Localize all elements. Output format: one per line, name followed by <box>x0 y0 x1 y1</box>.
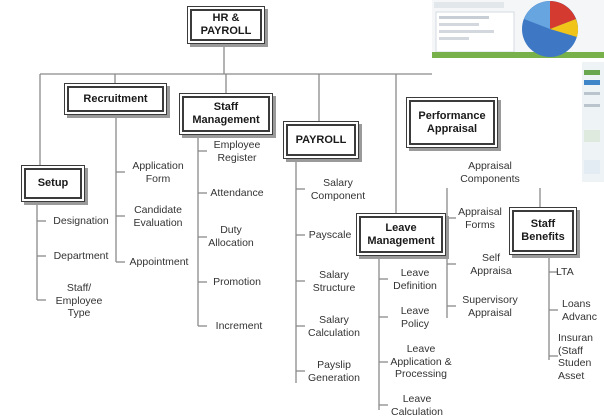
payroll-item-payslip-generation: Payslip Generation <box>308 359 360 384</box>
staff-item-attendance: Attendance <box>210 187 264 199</box>
staff-item-employee-register: Employee Register <box>213 139 261 164</box>
staff-item-promotion: Promotion <box>213 276 261 288</box>
appraisal-item-self-appraisal: Self Appraisa <box>470 252 512 277</box>
appraisal-item-appraisal-forms: Appraisal Forms <box>458 206 502 231</box>
leave-management-box: Leave Management <box>359 216 443 253</box>
recruitment-item-candidate-evaluation: Candidate Evaluation <box>133 204 183 229</box>
appraisal-item-supervisory-appraisal: Supervisory Appraisal <box>462 294 518 319</box>
payroll-box: PAYROLL <box>286 124 356 156</box>
payroll-item-payscale: Payscale <box>308 229 352 241</box>
staff-benefits-box: Staff Benefits <box>512 210 574 252</box>
staff-item-increment: Increment <box>215 320 263 332</box>
pie-chart-screenshot-icon <box>432 0 604 188</box>
leave-item-leave-policy: Leave Policy <box>400 305 430 330</box>
recruitment-box: Recruitment <box>67 86 164 112</box>
setup-item-designation: Designation <box>53 215 109 227</box>
benefits-item-lta: LTA <box>556 266 574 278</box>
payroll-item-salary-calculation: Salary Calculation <box>308 314 360 339</box>
payroll-item-salary-component: Salary Component <box>310 177 366 202</box>
leave-item-leave-application-processing: Leave Application & Processing <box>390 343 452 380</box>
leave-item-leave-definition: Leave Definition <box>393 267 437 292</box>
setup-item-staff-employee-type: Staff/ Employee Type <box>55 282 103 319</box>
setup-item-department: Department <box>53 250 109 262</box>
recruitment-item-appointment: Appointment <box>129 256 189 268</box>
payroll-item-salary-structure: Salary Structure <box>312 269 356 294</box>
hr-payroll-root-box: HR & PAYROLL <box>190 9 262 41</box>
recruitment-item-application-form: Application Form <box>132 160 184 185</box>
staff-management-box: Staff Management <box>182 96 270 132</box>
setup-box: Setup <box>24 168 82 199</box>
software-screenshot <box>432 0 604 188</box>
benefits-item-insurance: Insuran (Staff Studen Asset <box>558 332 594 382</box>
staff-item-duty-allocation: Duty Allocation <box>208 224 254 249</box>
performance-appraisal-box: Performance Appraisal <box>409 100 495 145</box>
benefits-item-loans-advances: Loans Advanc <box>562 298 598 323</box>
appraisal-item-appraisal-components: Appraisal Components <box>460 160 520 185</box>
leave-item-leave-calculation: Leave Calculation <box>391 393 443 418</box>
